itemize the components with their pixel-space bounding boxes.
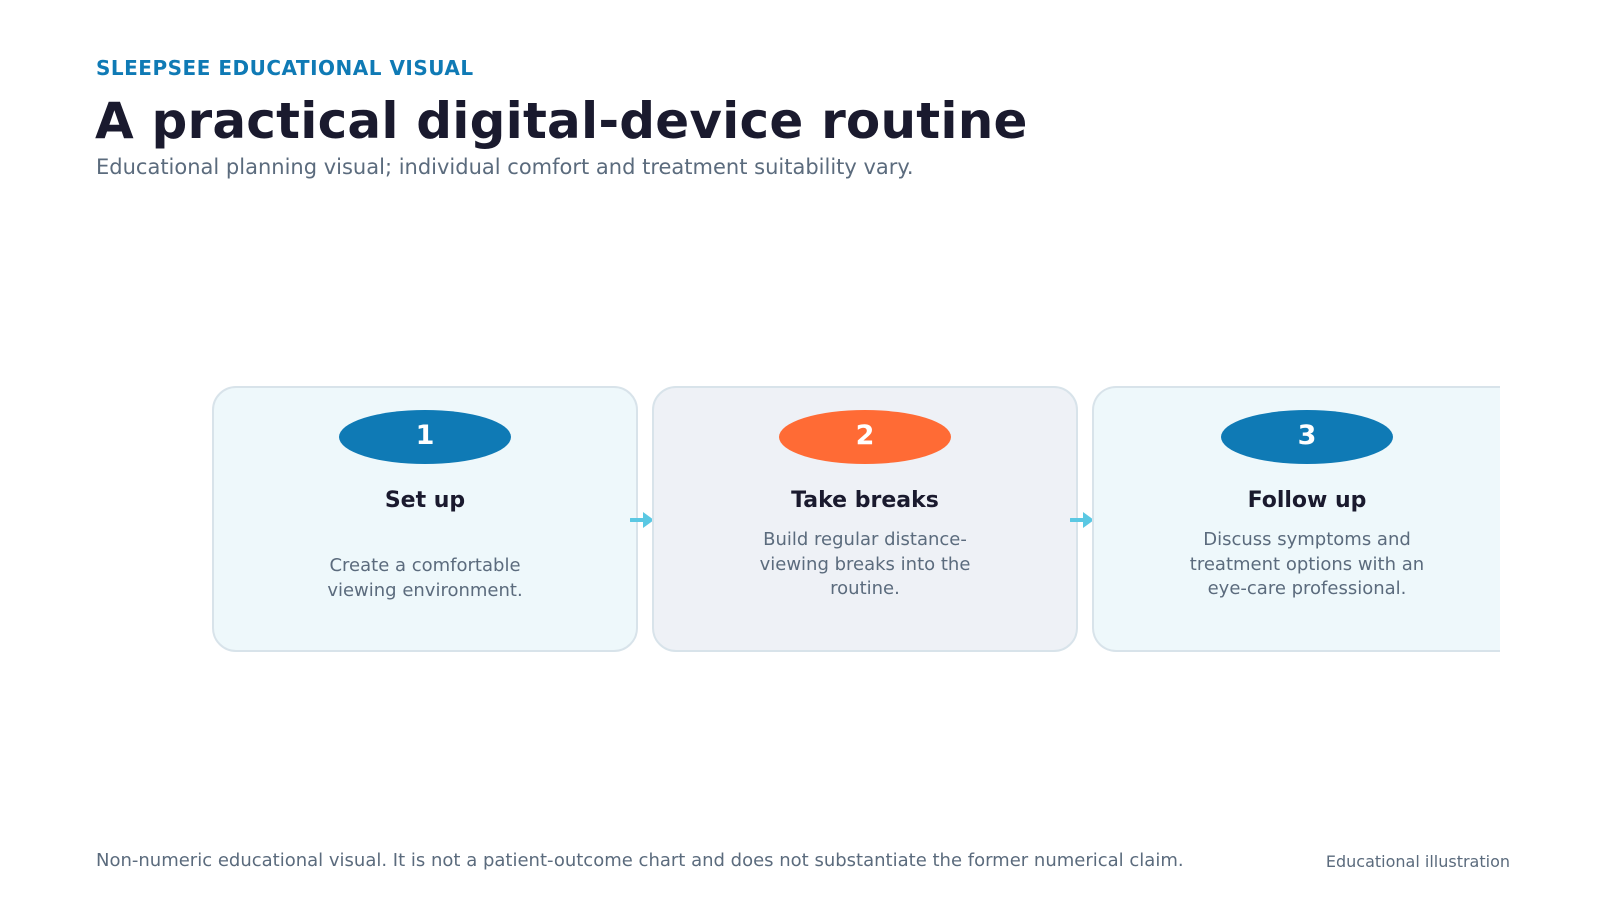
step-card-3: 3 Follow up Discuss symptoms and treatme… [1092, 386, 1500, 652]
step-title: Follow up [1247, 488, 1367, 513]
eyebrow-label: SLEEPSEE EDUCATIONAL VISUAL [96, 56, 474, 80]
step-description: Discuss symptoms and treatment options w… [1189, 529, 1425, 599]
arrow-right-icon [630, 512, 654, 528]
step-number-badge: 1 [339, 410, 511, 464]
step-title: Take breaks [791, 488, 939, 513]
step-description: Create a comfortable viewing environment… [327, 555, 523, 601]
footer-note: Non-numeric educational visual. It is no… [96, 850, 1184, 871]
step-description: Build regular distance-viewing breaks in… [759, 529, 971, 599]
step-number-badge: 2 [779, 410, 951, 464]
step-card-2: 2 Take breaks Build regular distance-vie… [652, 386, 1078, 652]
arrow-right-icon [1070, 512, 1094, 528]
step-number-badge: 3 [1221, 410, 1393, 464]
page-title: A practical digital-device routine [95, 92, 1028, 150]
page-subtitle: Educational planning visual; individual … [96, 155, 914, 179]
step-title: Set up [384, 488, 466, 513]
footer-tag: Educational illustration [1325, 852, 1510, 871]
step-card-1: 1 Set up Create a comfortable viewing en… [212, 386, 638, 652]
